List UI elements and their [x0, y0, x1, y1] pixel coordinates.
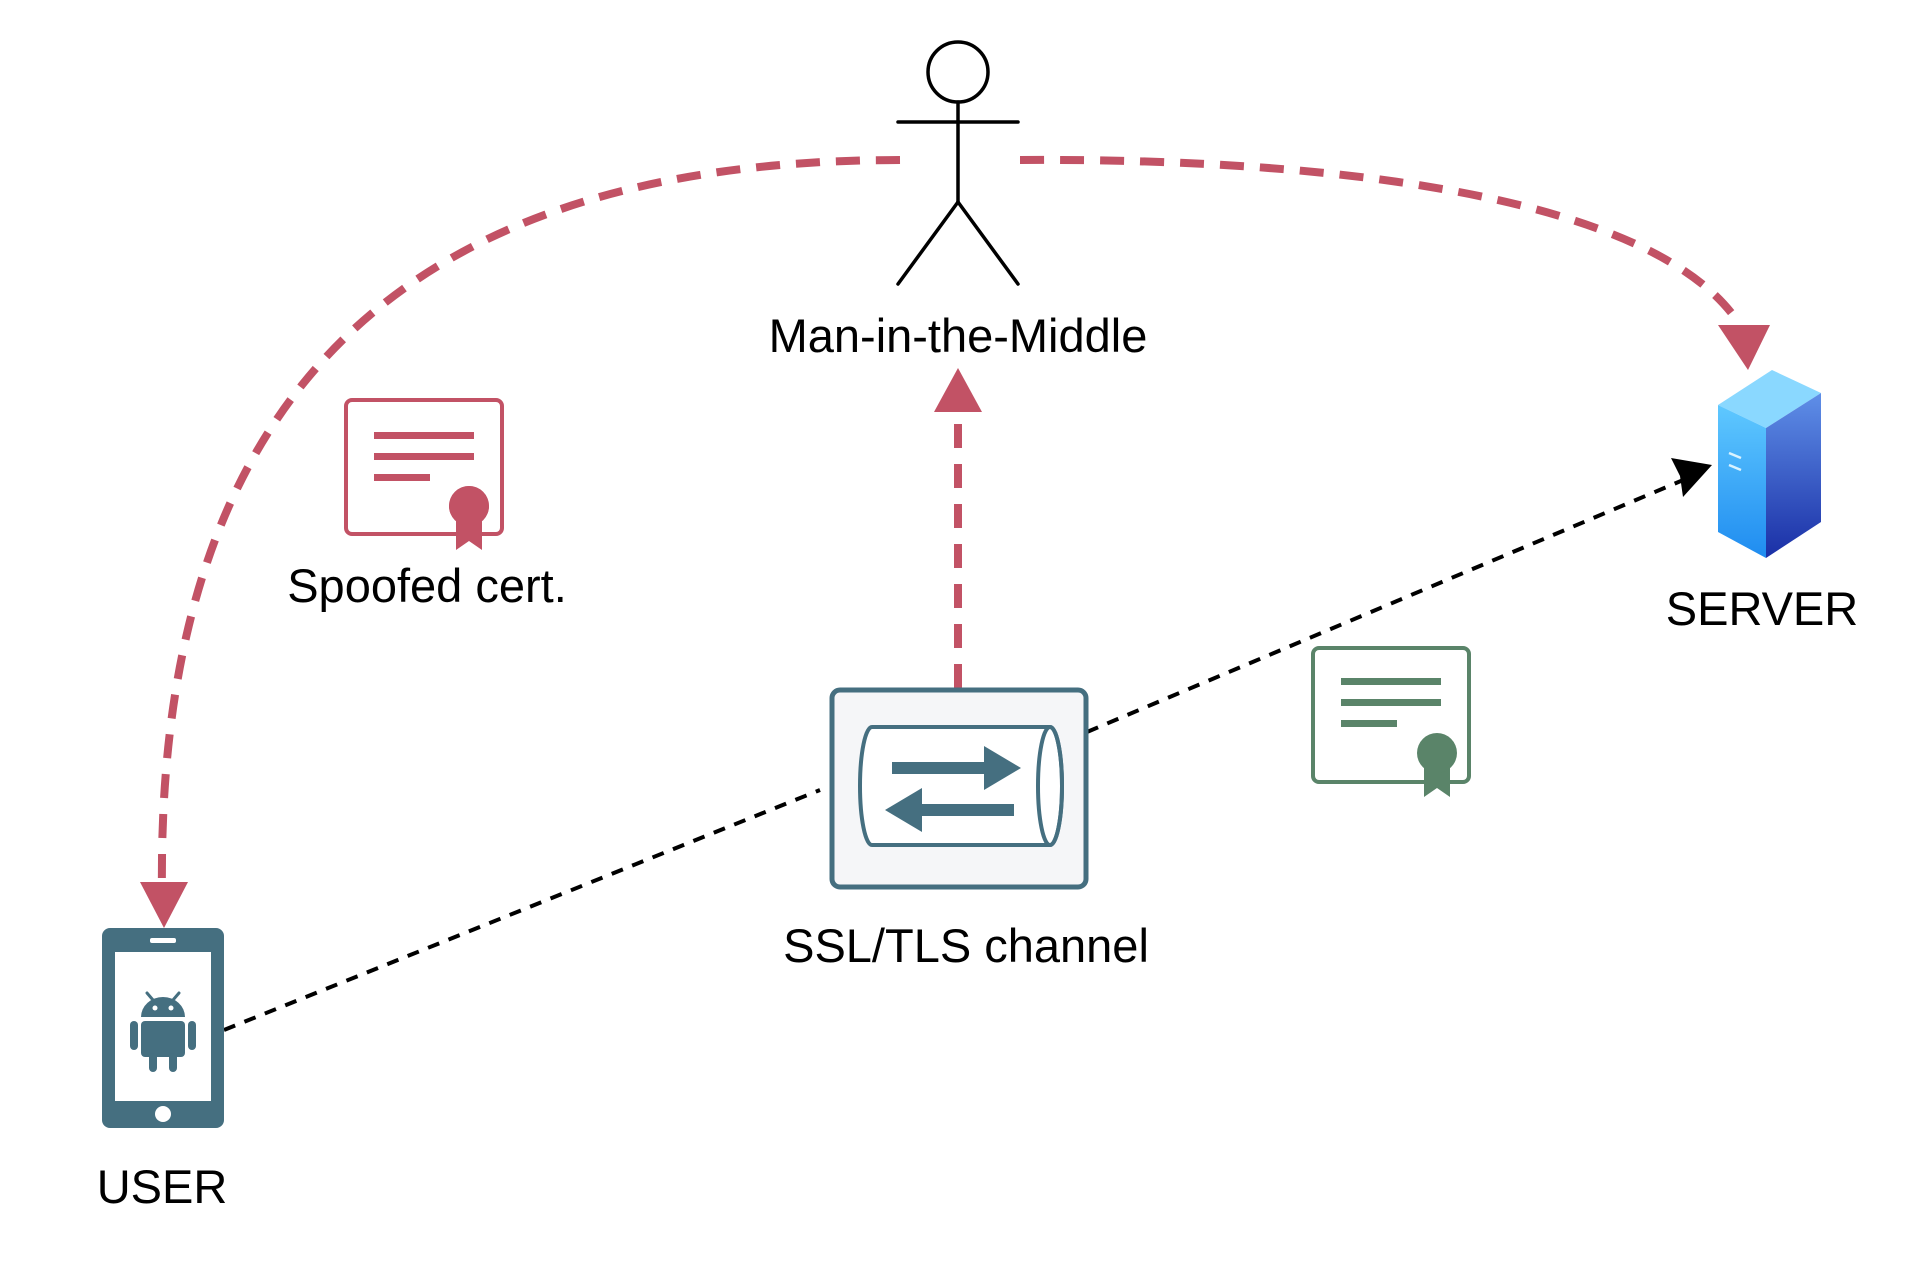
mitm-label: Man-in-the-Middle [769, 309, 1148, 362]
mitm-red-arrowhead [934, 368, 982, 412]
android-phone-icon [102, 928, 224, 1128]
channel-label: SSL/TLS channel [783, 919, 1149, 972]
encrypted-channel-icon [829, 687, 1089, 890]
server-red-arrowhead [1718, 325, 1770, 370]
server-tower-icon [1718, 370, 1821, 558]
mitm-to-server-arc [1019, 155, 1744, 328]
mitm-to-user-arc [157, 156, 901, 896]
spoofed-cert-label: Spoofed cert. [287, 559, 567, 612]
server-arrowhead [1671, 458, 1712, 497]
server-label: SERVER [1666, 582, 1858, 635]
user-to-channel-link [223, 788, 821, 1032]
user-red-arrowhead [140, 882, 188, 928]
certificate-icon [344, 398, 504, 550]
user-label: USER [97, 1160, 228, 1213]
certificate-icon [1311, 646, 1471, 797]
stick-figure-icon [896, 40, 1020, 286]
